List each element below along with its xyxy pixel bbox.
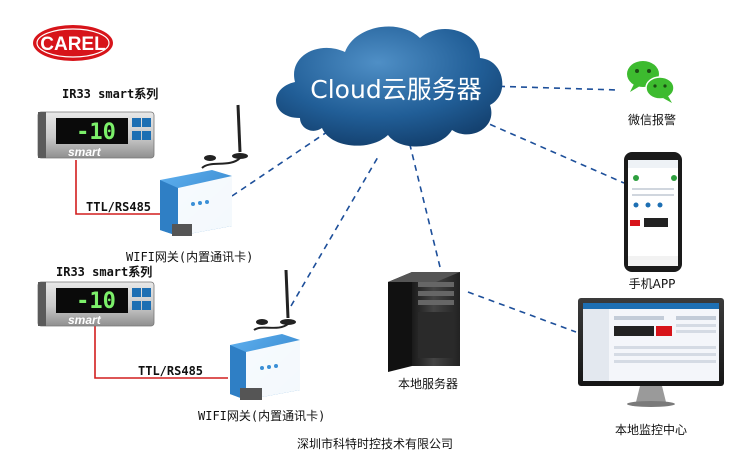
controller-1-badge: smart bbox=[68, 145, 102, 159]
carel-logo: CAREL bbox=[33, 25, 113, 61]
gateway-1-label: WIFI网关(内置通讯卡) bbox=[126, 250, 253, 264]
cloud: Cloud云服务器 bbox=[276, 26, 503, 147]
link-cloud-phone bbox=[479, 119, 625, 184]
gateway-2 bbox=[230, 334, 300, 400]
company-name: 深圳市科特时控技术有限公司 bbox=[297, 436, 453, 451]
link-2-label: TTL/RS485 bbox=[138, 364, 203, 378]
server-label: 本地服务器 bbox=[398, 376, 458, 391]
link-server-monitor bbox=[467, 291, 577, 333]
link-1-label: TTL/RS485 bbox=[86, 200, 151, 214]
antenna-1 bbox=[201, 104, 248, 169]
controller-2: IR33 smart系列 -10 smart bbox=[37, 264, 155, 327]
local-server: 本地服务器 bbox=[388, 272, 460, 391]
connections bbox=[231, 85, 625, 333]
controller-2-label: IR33 smart系列 bbox=[56, 264, 152, 279]
gateway-2-label: WIFI网关(内置通讯卡) bbox=[198, 409, 325, 423]
link-gateway1-cloud bbox=[231, 129, 331, 197]
controller-1-label: IR33 smart系列 bbox=[62, 86, 158, 101]
wire-2 bbox=[94, 322, 228, 379]
wechat-icon bbox=[627, 61, 675, 103]
antenna-2 bbox=[253, 269, 296, 331]
controller-1: IR33 smart系列 -10 smart bbox=[37, 86, 158, 159]
wechat-endpoint: 微信报警 bbox=[627, 61, 676, 127]
controller-1-display: -10 bbox=[76, 120, 116, 145]
monitor-endpoint: 本地监控中心 bbox=[578, 298, 724, 437]
wechat-label: 微信报警 bbox=[628, 112, 676, 127]
phone-label: 手机APP bbox=[629, 277, 676, 291]
gateway-1 bbox=[160, 170, 232, 236]
carel-logo-text: CAREL bbox=[40, 34, 106, 55]
link-gateway2-cloud bbox=[290, 156, 379, 307]
serial-wires bbox=[75, 160, 228, 379]
link-cloud-wechat bbox=[487, 85, 619, 91]
cloud-label: Cloud云服务器 bbox=[310, 75, 481, 104]
controller-2-badge: smart bbox=[68, 313, 102, 327]
monitor-label: 本地监控中心 bbox=[615, 422, 687, 437]
controller-2-display: -10 bbox=[76, 289, 116, 314]
link-server-cloud bbox=[409, 144, 441, 268]
wire-1 bbox=[75, 160, 162, 215]
phone-endpoint: 手机APP bbox=[624, 152, 682, 291]
